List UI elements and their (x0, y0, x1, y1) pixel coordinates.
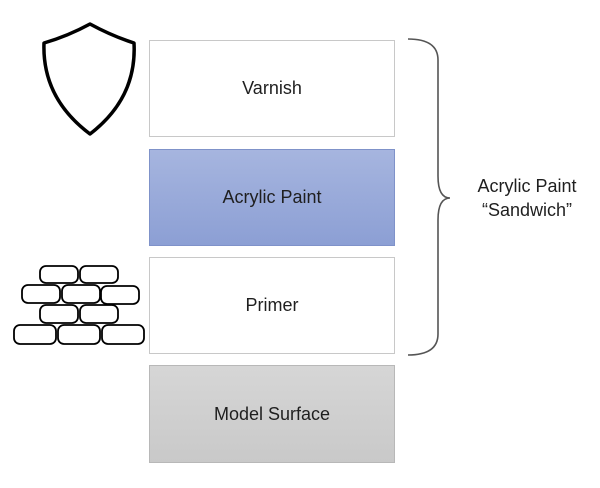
layer-acrylic-paint: Acrylic Paint (149, 149, 395, 246)
shield-icon (42, 22, 136, 136)
layer-label-model-surface: Model Surface (213, 403, 331, 424)
layer-primer: Primer (149, 257, 395, 354)
layer-label-varnish: Varnish (242, 78, 302, 98)
bracket-label-line1: Acrylic Paint (477, 176, 577, 196)
bracket-label-line2: “Sandwich” (481, 200, 573, 220)
layer-varnish: Varnish (149, 40, 395, 137)
brick-wall-icon (13, 265, 145, 345)
layer-label-primer: Primer (245, 295, 299, 315)
layer-label-acrylic-paint: Acrylic Paint (222, 187, 322, 207)
bracket-label: Acrylic Paint “Sandwich” (462, 174, 592, 222)
layer-model-surface: Model Surface (149, 365, 395, 463)
curly-brace (407, 38, 451, 356)
